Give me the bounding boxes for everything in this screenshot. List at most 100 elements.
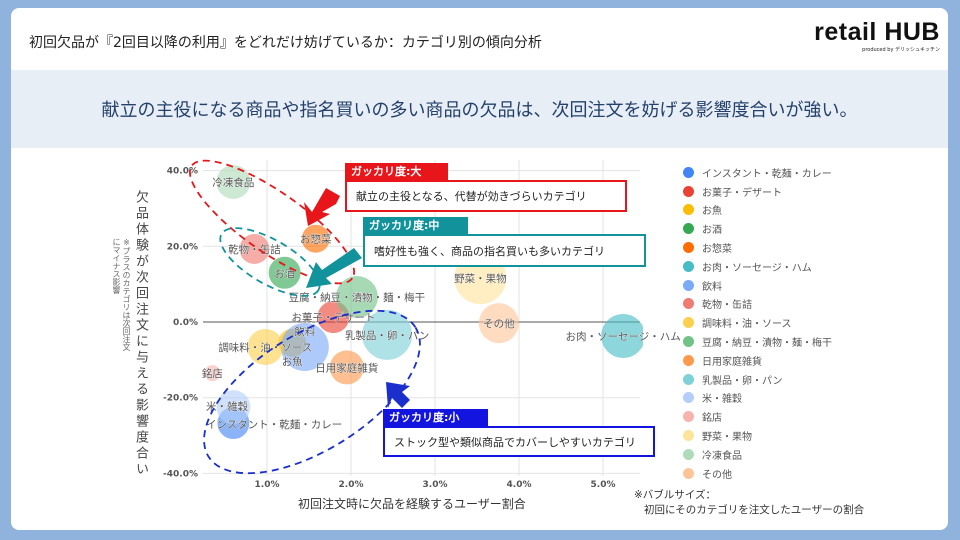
callout-high-header: ガッカリ度:大 xyxy=(345,163,448,180)
callout-low-text: ストック型や類似商品でカバーしやすいカテゴリ xyxy=(383,426,655,457)
legend-label: お魚 xyxy=(702,206,722,218)
bubble xyxy=(204,365,221,382)
bubble-label: 飲料 xyxy=(294,325,315,338)
bubble-label: インスタント・乾麺・カレー xyxy=(206,418,342,431)
x-tick-label: 3.0% xyxy=(423,480,448,490)
y-axis-note: ※プラスのカテゴリは次回注文にマイナス影響 xyxy=(112,238,131,351)
bubble-size-note-line2: 初回にそのカテゴリを注文したユーザーの割合 xyxy=(644,504,865,516)
legend-item[interactable]: 銘店 xyxy=(683,407,832,426)
bubble xyxy=(329,350,364,385)
red-dashed-ellipse xyxy=(188,159,356,285)
bubble-label: お肉・ソーセージ・ハム xyxy=(566,330,681,343)
headline-band: 献立の主役になる商品や指名買いの多い商品の欠品は、次回注文を妨げる影響度合いが強… xyxy=(11,70,948,148)
legend-item[interactable]: お魚 xyxy=(683,201,832,220)
legend-item[interactable]: その他 xyxy=(683,464,832,483)
legend-item[interactable]: 日用家庭雑貨 xyxy=(683,351,832,370)
legend-label: 豆腐・納豆・漬物・麺・梅干 xyxy=(702,338,832,350)
legend-label: 日用家庭雑貨 xyxy=(702,356,762,368)
logo-text: retail HUB xyxy=(814,18,940,46)
bubble-label: 乾物・缶詰 xyxy=(228,243,281,256)
legend-dot-icon xyxy=(683,317,694,329)
y-tick-label: 40.0% xyxy=(167,167,198,177)
legend-dot-icon xyxy=(683,411,694,423)
bubble xyxy=(268,256,301,289)
legend-dot-icon xyxy=(683,242,694,254)
legend-label: 銘店 xyxy=(702,413,722,425)
x-tick-label: 5.0% xyxy=(591,480,616,490)
bubble xyxy=(247,328,284,365)
callout-high-text: 献立の主役となる、代替が効きづらいカテゴリ xyxy=(345,180,627,212)
legend-label: お肉・ソーセージ・ハム xyxy=(702,262,812,274)
legend-label: 乾物・缶詰 xyxy=(702,300,752,312)
bubble-size-note-line1: ※バブルサイズ： xyxy=(634,489,716,501)
legend-dot-icon xyxy=(683,298,694,310)
red-arrow-icon xyxy=(304,188,340,226)
bubble xyxy=(239,233,270,264)
legend-dot-icon xyxy=(683,467,694,479)
legend-dot-icon xyxy=(683,354,694,366)
legend-item[interactable]: 調味料・油・ソース xyxy=(683,313,832,332)
y-tick-label: 20.0% xyxy=(167,242,198,252)
legend-dot-icon xyxy=(683,448,694,460)
y-tick-label: 0.0% xyxy=(173,318,198,328)
legend-item[interactable]: 冷凍食品 xyxy=(683,445,832,464)
headline: 献立の主役になる商品や指名買いの多い商品の欠品は、次回注文を妨げる影響度合いが強… xyxy=(101,100,858,121)
logo-subtext: produced by デリッシュキッチン xyxy=(862,47,940,53)
bubble xyxy=(301,224,330,253)
legend-dot-icon xyxy=(683,185,694,197)
bubble xyxy=(335,276,378,319)
legend-label: お酒 xyxy=(702,225,722,237)
legend-item[interactable]: 豆腐・納豆・漬物・麺・梅干 xyxy=(683,332,832,351)
legend-item[interactable]: お惣菜 xyxy=(683,238,832,257)
legend-label: 乳製品・卵・パン xyxy=(702,375,783,387)
legend-item[interactable]: 乳製品・卵・パン xyxy=(683,370,832,389)
legend-item[interactable]: 米・雑穀 xyxy=(683,389,832,408)
x-tick-label: 4.0% xyxy=(507,480,532,490)
bubble-label: その他 xyxy=(483,317,515,330)
legend-label: 野菜・果物 xyxy=(702,432,752,444)
teal-arrow-icon xyxy=(306,248,362,288)
legend-item[interactable]: お菓子・デザート xyxy=(683,182,832,201)
bubble xyxy=(216,164,251,199)
bubble xyxy=(362,309,413,360)
x-axis-label: 初回注文時に欠品を経験するユーザー割合 xyxy=(298,497,526,511)
legend-label: インスタント・乾麺・カレー xyxy=(702,168,832,180)
bubble-label: 乳製品・卵・パン xyxy=(345,329,430,342)
callout-mid-header: ガッカリ度:中 xyxy=(363,217,468,234)
bubble-label: 調味料・油・ソース xyxy=(218,341,312,354)
bubble-labels: インスタント・乾麺・カレーお菓子・デザートお魚お酒お惣菜お肉・ソーセージ・ハム飲… xyxy=(202,176,682,432)
legend-label: お惣菜 xyxy=(702,244,732,256)
legend-label: その他 xyxy=(702,469,732,481)
legend-item[interactable]: 飲料 xyxy=(683,276,832,295)
legend-label: 冷凍食品 xyxy=(702,450,742,462)
legend-dot-icon xyxy=(683,392,694,404)
legend-item[interactable]: インスタント・乾麺・カレー xyxy=(683,163,832,182)
legend-item[interactable]: 野菜・果物 xyxy=(683,426,832,445)
bubble xyxy=(478,303,519,344)
legend-item[interactable]: お肉・ソーセージ・ハム xyxy=(683,257,832,276)
blue-dashed-ellipse xyxy=(203,309,421,475)
callout-mid-text: 嗜好性も強く、商品の指名買いも多いカテゴリ xyxy=(363,234,646,267)
bubble-size-note: ※バブルサイズ： 初回にそのカテゴリを注文したユーザーの割合 xyxy=(634,488,864,518)
x-tick-label: 2.0% xyxy=(339,480,364,490)
x-tick-label: 1.0% xyxy=(255,480,280,490)
legend-dot-icon xyxy=(683,279,694,291)
bubble-label: 豆腐・納豆・漬物・麺・梅干 xyxy=(289,291,426,304)
legend-item[interactable]: お酒 xyxy=(683,219,832,238)
blue-arrow-icon xyxy=(386,382,410,408)
bubble xyxy=(601,314,643,358)
bubble-label: お惣菜 xyxy=(300,233,332,246)
legend-dot-icon xyxy=(683,336,694,348)
legend-dot-icon xyxy=(683,166,694,178)
bubbles xyxy=(204,164,643,440)
logo: retail HUB produced by デリッシュキッチン xyxy=(814,18,940,53)
bubble-label: 日用家庭雑貨 xyxy=(315,361,378,374)
teal-dashed-ellipse xyxy=(219,227,321,297)
slide-title: 初回欠品が『2回目以降の利用』をどれだけ妨げているか：カテゴリ別の傾向分析 xyxy=(29,35,542,51)
y-tick-label: -20.0% xyxy=(163,394,198,404)
bubble xyxy=(280,322,329,371)
legend-item[interactable]: 乾物・缶詰 xyxy=(683,295,832,314)
legend-dot-icon xyxy=(683,373,694,385)
legend-dot-icon xyxy=(683,223,694,235)
